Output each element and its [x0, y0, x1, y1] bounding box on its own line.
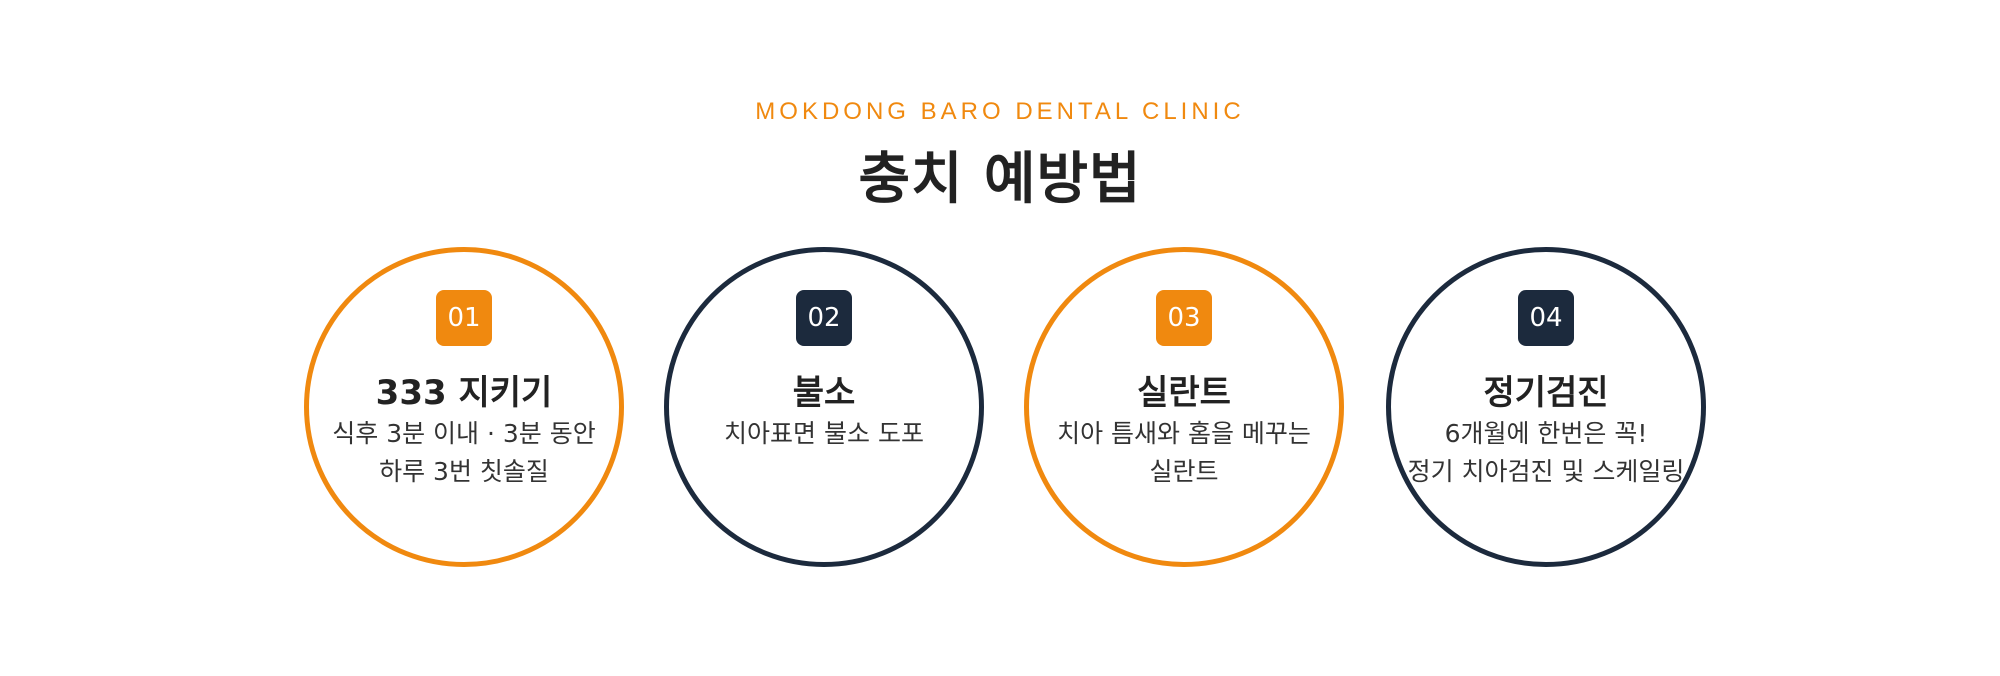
section-title: 충치 예방법 — [858, 147, 1142, 212]
step-description-line: 정기 치아검진 및 스케일링 — [1407, 457, 1685, 486]
step-description-line: 실란트 — [1149, 457, 1219, 486]
step-description-line: 식후 3분 이내 · 3분 동안 — [332, 419, 596, 448]
step-card-3: 03 실란트 치아 틈새와 홈을 메꾸는 실란트 — [1024, 247, 1344, 567]
step-title: 정기검진 — [1483, 373, 1609, 413]
step-title: 실란트 — [1137, 373, 1231, 413]
step-description-line: 치아표면 불소 도포 — [724, 419, 924, 448]
step-number-badge: 04 — [1518, 290, 1574, 346]
step-description: 식후 3분 이내 · 3분 동안 하루 3번 칫솔질 — [309, 415, 619, 491]
step-card-4: 04 정기검진 6개월에 한번은 꼭! 정기 치아검진 및 스케일링 — [1386, 247, 1706, 567]
section-subtitle: MOKDONG BARO DENTAL CLINIC — [755, 98, 1245, 125]
step-description-line: 6개월에 한번은 꼭! — [1444, 419, 1648, 448]
step-description-line: 하루 3번 칫솔질 — [379, 457, 549, 486]
step-description: 6개월에 한번은 꼭! 정기 치아검진 및 스케일링 — [1391, 415, 1701, 491]
step-number-badge: 02 — [796, 290, 852, 346]
step-number-badge: 01 — [436, 290, 492, 346]
step-title: 333 지키기 — [375, 373, 553, 413]
step-description: 치아 틈새와 홈을 메꾸는 실란트 — [1029, 415, 1339, 491]
step-card-1: 01 333 지키기 식후 3분 이내 · 3분 동안 하루 3번 칫솔질 — [304, 247, 624, 567]
step-description: 치아표면 불소 도포 — [669, 415, 979, 453]
step-card-2: 02 불소 치아표면 불소 도포 — [664, 247, 984, 567]
step-title: 불소 — [792, 373, 856, 413]
step-number-badge: 03 — [1156, 290, 1212, 346]
step-description-line: 치아 틈새와 홈을 메꾸는 — [1057, 419, 1311, 448]
